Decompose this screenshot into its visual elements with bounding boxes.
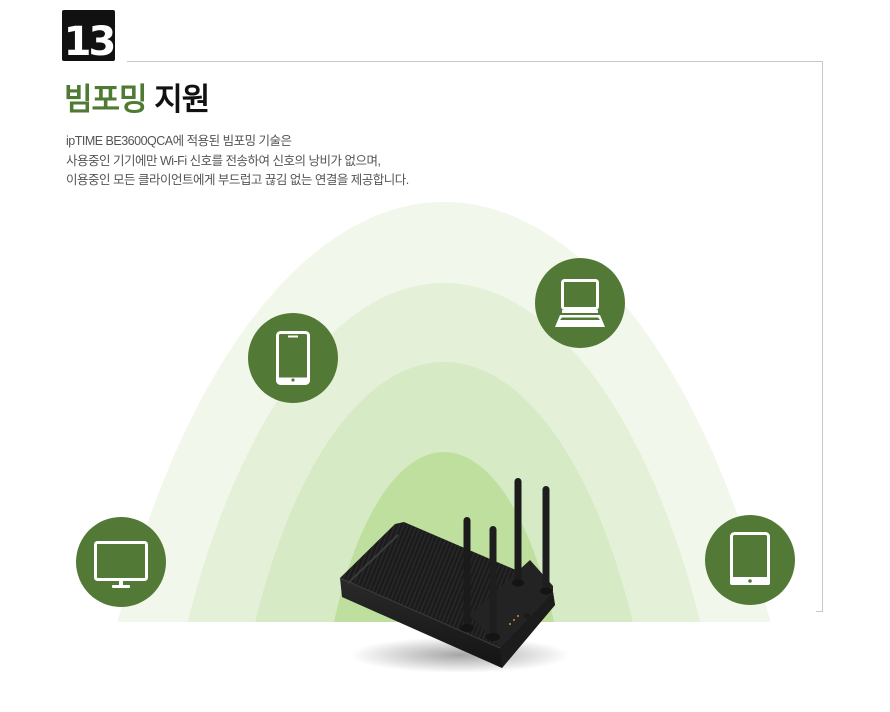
frame-right-line — [822, 61, 823, 612]
device-smartphone — [248, 313, 338, 403]
device-tablet — [705, 515, 795, 605]
section-description: ipTIME BE3600QCA에 적용된 빔포밍 기술은 사용중인 기기에만 … — [66, 132, 409, 191]
frame-top-line — [127, 61, 823, 62]
description-line-2: 사용중인 기기에만 Wi-Fi 신호를 전송하여 신호의 낭비가 없으며, — [66, 153, 381, 168]
title-rest: 지원 — [154, 82, 210, 117]
tablet-icon — [730, 532, 770, 585]
title-highlight: 빔포밍 — [64, 82, 148, 117]
desktop-monitor-icon — [94, 541, 148, 588]
description-line-1: ipTIME BE3600QCA에 적용된 빔포밍 기술은 — [66, 134, 292, 148]
device-laptop — [535, 258, 625, 348]
section-title: 빔포밍 지원 — [64, 80, 210, 120]
section-number-badge: 13 — [62, 10, 116, 65]
device-desktop — [76, 517, 166, 607]
description-line-3: 이용중인 모든 클라이언트에게 부드럽고 끊김 없는 연결을 제공합니다. — [66, 173, 409, 187]
smartphone-icon — [276, 331, 310, 385]
router-antennas — [460, 478, 552, 641]
router-image — [339, 478, 570, 673]
section-number: 13 — [63, 19, 117, 65]
frame-corner-line — [816, 611, 823, 612]
laptop-icon — [555, 279, 605, 327]
